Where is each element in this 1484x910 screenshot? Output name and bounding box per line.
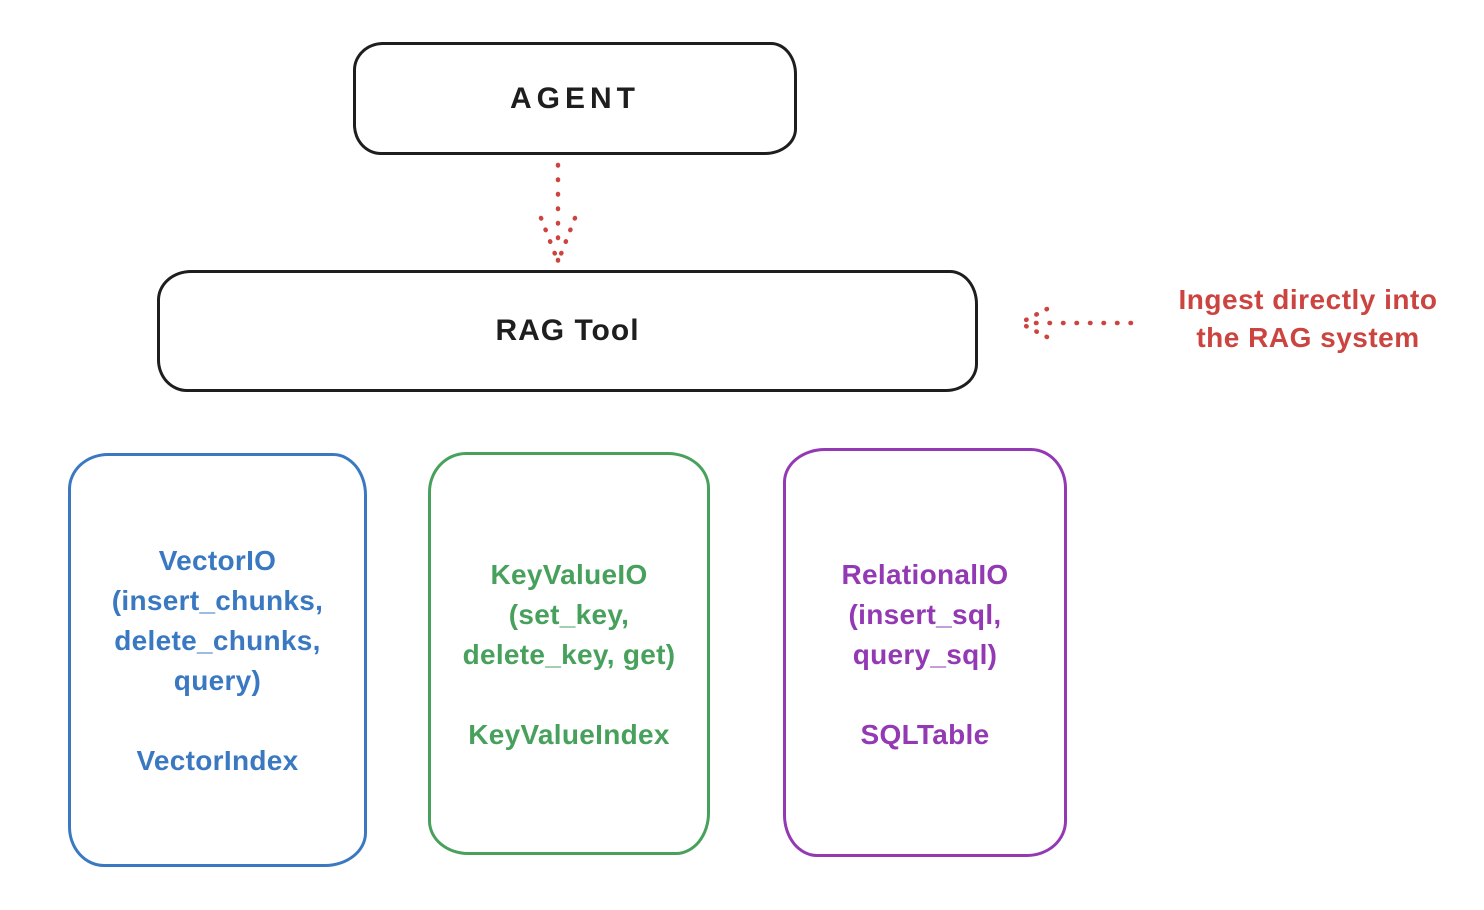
vector-io-lines: VectorIO (insert_chunks, delete_chunks, …: [112, 541, 323, 701]
keyvalue-io-lines: KeyValueIO (set_key, delete_key, get): [463, 555, 676, 675]
io-line: VectorIO: [158, 545, 277, 576]
keyvalue-index-label: KeyValueIndex: [468, 719, 670, 750]
agent-to-rag-arrow-icon: [538, 162, 578, 263]
io-line: query_sql): [852, 639, 998, 670]
rag-tool-box: RAG Tool: [157, 270, 978, 392]
ingest-arrow-icon: [1019, 306, 1134, 340]
io-line: (set_key,: [508, 599, 630, 630]
io-line: delete_key, get): [462, 639, 676, 670]
sql-table-label: SQLTable: [860, 719, 990, 750]
rag-tool-label: RAG Tool: [495, 314, 640, 347]
ingest-annotation-line2: the RAG system: [1196, 322, 1420, 353]
io-line: RelationalIO: [841, 559, 1009, 590]
keyvalue-io-box: KeyValueIO (set_key, delete_key, get) Ke…: [428, 452, 710, 855]
relational-io-box: RelationalIO (insert_sql, query_sql) SQL…: [783, 448, 1067, 857]
ingest-annotation-line1: Ingest directly into: [1178, 284, 1438, 315]
io-line: delete_chunks,: [114, 625, 321, 656]
vector-io-box: VectorIO (insert_chunks, delete_chunks, …: [68, 453, 367, 867]
agent-box: AGENT: [353, 42, 797, 155]
io-line: query): [173, 665, 262, 696]
io-line: KeyValueIO: [490, 559, 648, 590]
agent-label: AGENT: [510, 81, 640, 115]
relational-io-lines: RelationalIO (insert_sql, query_sql): [842, 555, 1009, 675]
ingest-annotation: Ingest directly into the RAG system: [1140, 281, 1476, 357]
io-line: (insert_chunks,: [111, 585, 324, 616]
vector-index-label: VectorIndex: [136, 745, 299, 776]
io-line: (insert_sql,: [848, 599, 1002, 630]
